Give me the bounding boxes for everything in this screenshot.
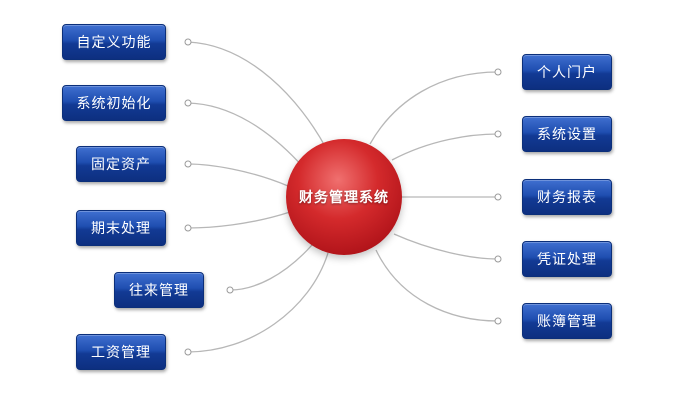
connector-dot: [184, 99, 192, 107]
node-personal-portal[interactable]: 个人门户: [522, 54, 612, 90]
connector-dot: [494, 68, 502, 76]
node-label: 凭证处理: [537, 252, 597, 268]
node-accounts-management[interactable]: 往来管理: [114, 272, 204, 308]
connector-payroll: [187, 252, 329, 353]
connector-accounts: [229, 244, 313, 291]
node-label: 固定资产: [91, 157, 151, 173]
connector-portal: [369, 71, 499, 145]
node-payroll[interactable]: 工资管理: [76, 334, 166, 370]
node-label: 自定义功能: [76, 35, 152, 51]
node-label: 个人门户: [537, 65, 597, 81]
node-system-settings[interactable]: 系统设置: [522, 116, 612, 152]
connector-system-init: [187, 102, 305, 169]
node-label: 系统设置: [537, 127, 597, 143]
node-label: 账簿管理: [537, 314, 597, 330]
node-label: 工资管理: [91, 345, 151, 361]
node-voucher-processing[interactable]: 凭证处理: [522, 241, 612, 277]
node-ledger-management[interactable]: 账簿管理: [522, 303, 612, 339]
hub-node[interactable]: 财务管理系统: [286, 139, 402, 255]
node-system-init[interactable]: 系统初始化: [62, 85, 166, 121]
hub-label: 财务管理系统: [299, 190, 389, 206]
connector-dot: [184, 224, 192, 232]
connector-dot: [494, 317, 502, 325]
connector-dot: [226, 286, 234, 294]
node-label: 往来管理: [129, 283, 189, 299]
connector-dot: [184, 160, 192, 168]
node-label: 系统初始化: [76, 96, 152, 112]
connector-dot: [494, 130, 502, 138]
node-label: 期末处理: [91, 221, 151, 237]
node-financial-reports[interactable]: 财务报表: [522, 179, 612, 215]
connector-dot: [184, 38, 192, 46]
connector-period-end: [187, 211, 291, 229]
node-fixed-assets[interactable]: 固定资产: [76, 146, 166, 182]
connector-vouchers: [393, 233, 499, 260]
node-label: 财务报表: [537, 190, 597, 206]
connector-custom-functions: [187, 41, 327, 149]
connector-dot: [494, 193, 502, 201]
connector-dot: [494, 255, 502, 263]
connector-dot: [184, 348, 192, 356]
connector-fixed-assets: [187, 163, 289, 187]
node-custom-functions[interactable]: 自定义功能: [62, 24, 166, 60]
connector-settings: [391, 133, 499, 161]
connector-ledger: [375, 249, 499, 322]
node-period-end[interactable]: 期末处理: [76, 210, 166, 246]
